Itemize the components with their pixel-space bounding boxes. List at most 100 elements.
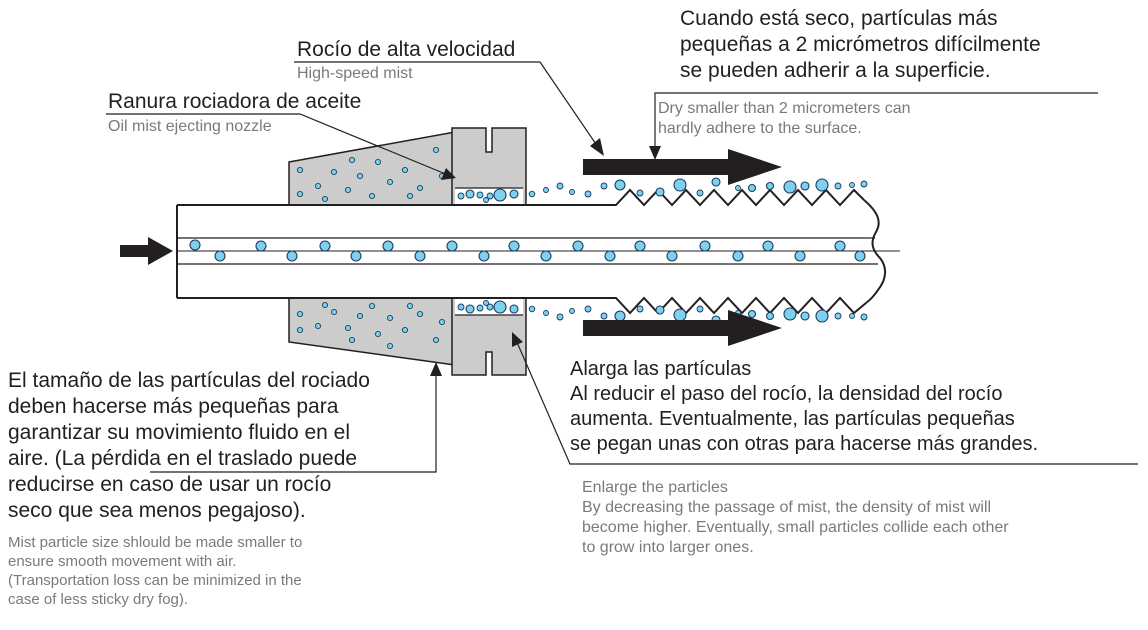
- mist-particle: [368, 302, 376, 310]
- mist-particle: [478, 250, 490, 262]
- mist-particle: [528, 190, 536, 198]
- mist-particle: [834, 182, 842, 190]
- leader-mist-arrowhead: [590, 138, 604, 156]
- dry-note-es: Cuando está seco, partículas más pequeña…: [680, 6, 1041, 84]
- mist-particle: [483, 197, 489, 203]
- mist-particle: [348, 336, 356, 344]
- mist-particle: [382, 240, 394, 252]
- leader-enlarge-arrowhead: [512, 332, 523, 347]
- mist-particle: [348, 156, 356, 164]
- mist-particle: [432, 336, 440, 344]
- mist-label-en: High-speed mist: [297, 65, 413, 82]
- mist-label-es: Rocío de alta velocidad: [297, 38, 516, 61]
- mist-particle: [696, 305, 704, 313]
- dry-note-es-line: pequeñas a 2 micrómetros difícilmente: [680, 33, 1041, 56]
- mist-particle: [696, 189, 704, 197]
- mist-particle: [457, 192, 465, 200]
- mist-particle: [584, 305, 592, 313]
- particle-size-note-es-line: El tamaño de las partículas del rociado: [8, 369, 370, 392]
- mist-flow-arrow-bottom: [583, 310, 782, 346]
- mist-particle: [849, 182, 855, 188]
- mist-particle: [666, 250, 678, 262]
- mist-particle: [214, 250, 226, 262]
- mist-particle: [860, 180, 868, 188]
- tube-body: [177, 205, 885, 298]
- mist-flow-arrow-top: [583, 149, 782, 185]
- cone-particles: [296, 146, 519, 350]
- mist-particle: [556, 182, 564, 190]
- mist-particle: [401, 326, 409, 334]
- mist-particle: [446, 240, 458, 252]
- nozzle-cap-bottom: [451, 297, 527, 376]
- mist-particle: [374, 158, 382, 166]
- mist-particle: [465, 304, 475, 314]
- mist-particle: [296, 310, 304, 318]
- mist-particle: [483, 300, 489, 306]
- mist-particle: [356, 172, 364, 180]
- mist-particle: [406, 302, 414, 310]
- mist-particle: [296, 166, 304, 174]
- mist-particle: [600, 182, 608, 190]
- mist-particle: [296, 326, 304, 334]
- mist-particle: [508, 240, 520, 252]
- mist-particle: [416, 310, 424, 318]
- mist-particle: [416, 184, 424, 192]
- particle-size-note-es-line: reducirse en caso de usar un rocío: [8, 473, 332, 496]
- mist-particle: [569, 189, 575, 195]
- mist-particle: [465, 189, 475, 199]
- mist-particle: [314, 182, 322, 190]
- mist-particle: [794, 250, 806, 262]
- mist-particle: [815, 178, 829, 192]
- particle-size-note-es-line: seco que sea menos pegajoso).: [8, 499, 306, 522]
- mist-particle: [330, 168, 338, 176]
- mist-particle: [543, 310, 549, 316]
- particle-size-note-en-line: ensure smooth movement with air.: [8, 553, 237, 570]
- mist-particle: [735, 185, 741, 191]
- dry-note-es-line: se pueden adherir a la superficie.: [680, 59, 991, 82]
- mist-particle: [528, 305, 536, 313]
- mist-particle: [673, 178, 687, 192]
- tube-wall-top: [177, 188, 865, 207]
- mist-particle: [296, 190, 304, 198]
- mist-particle: [783, 180, 797, 194]
- mist-particle: [344, 324, 352, 332]
- mist-particle: [350, 250, 362, 262]
- mist-particle: [286, 250, 298, 262]
- particle-size-note-es-line: aire. (La pérdida en el traslado puede: [8, 447, 358, 470]
- mist-particle: [614, 179, 626, 191]
- mist-particle: [600, 312, 608, 320]
- mist-particle: [569, 308, 575, 314]
- tube-particles: [189, 239, 866, 262]
- mist-particle: [834, 240, 846, 252]
- nozzle-label-es: Ranura rociadora de aceite: [108, 90, 362, 113]
- nozzle-label-en: Oil mist ejecting nozzle: [108, 118, 272, 135]
- mist-particle: [386, 314, 394, 322]
- mist-particle: [765, 311, 775, 321]
- enlarge-note-es-line: se pegan unas con otras para hacerse más…: [570, 433, 1039, 455]
- mist-particle: [414, 250, 426, 262]
- particle-size-note-en-line: case of less sticky dry fog).: [8, 591, 189, 608]
- nozzle-cap-top: [451, 127, 527, 206]
- mist-particle: [432, 146, 440, 154]
- mist-particle: [314, 322, 322, 330]
- mist-particle: [860, 313, 868, 321]
- enlarge-note-es-line: Al reducir el paso del rocío, la densida…: [570, 383, 1003, 405]
- leader-size-arrowhead: [430, 362, 442, 376]
- enlarge-note-es-line: Alarga las partículas: [570, 358, 752, 380]
- particle-size-note-en-line: Mist particle size shlould be made small…: [8, 534, 303, 551]
- mist-particle: [476, 191, 484, 199]
- dry-note-en-line: hardly adhere to the surface.: [658, 120, 862, 137]
- mist-particle: [815, 309, 829, 323]
- mist-particle: [493, 188, 507, 202]
- enlarge-note-es: Alarga las partículas Al reducir el paso…: [570, 357, 1038, 457]
- mist-particle: [572, 240, 584, 252]
- dry-note-en-line: Dry smaller than 2 micrometers can: [658, 100, 911, 117]
- particle-size-note-es-line: garantizar su movimiento fluido en el: [8, 421, 351, 444]
- particle-size-note-es-line: deben hacerse más pequeñas para: [8, 395, 339, 418]
- enlarge-note-en-line: to grow into larger ones.: [582, 539, 754, 556]
- mist-particle: [486, 192, 494, 200]
- mist-particle: [800, 311, 810, 321]
- mist-particle: [762, 240, 774, 252]
- mist-particle: [319, 240, 331, 252]
